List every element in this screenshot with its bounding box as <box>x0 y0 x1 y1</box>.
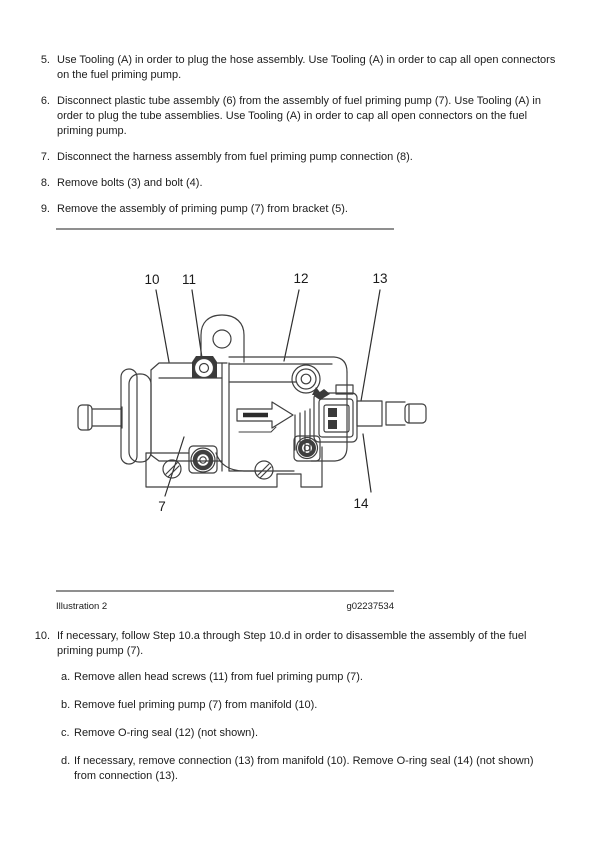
flange <box>120 368 152 465</box>
step-item: 9. Remove the assembly of priming pump (… <box>0 202 600 217</box>
flow-arrow <box>236 401 294 433</box>
step-item: 10. If necessary, follow Step 10.a throu… <box>0 629 600 659</box>
callout-14-label: 14 <box>353 496 369 511</box>
substep-letter: d. <box>61 755 71 767</box>
substep-text: Remove fuel priming pump (7) from manifo… <box>74 699 318 711</box>
substep-letter: b. <box>61 699 71 711</box>
step-text: If necessary, follow Step 10.a through S… <box>57 630 527 657</box>
step-number: 9. <box>40 203 50 215</box>
callout-leader-lines <box>155 289 381 497</box>
step-text: Disconnect plastic tube assembly (6) fro… <box>57 95 541 137</box>
substep-text: If necessary, remove connection (13) fro… <box>74 755 534 782</box>
substep-text: Remove O-ring seal (12) (not shown). <box>74 727 259 739</box>
step-number: 7. <box>40 151 50 163</box>
pump-illustration: 10 11 12 13 7 14 <box>77 271 427 514</box>
step-text: Remove the assembly of priming pump (7) … <box>57 203 348 215</box>
substep-item: a. Remove allen head screws (11) from fu… <box>61 670 600 685</box>
substep-text: Remove allen head screws (11) from fuel … <box>74 671 363 683</box>
callout-13-label: 13 <box>372 271 387 286</box>
pump-connector <box>313 384 358 443</box>
callout-labels: 10 11 12 13 7 14 <box>144 271 387 514</box>
callout-11-label: 11 <box>182 272 196 287</box>
substep-item: d. If necessary, remove connection (13) … <box>61 754 600 784</box>
rib-section <box>294 408 311 455</box>
inlet-fitting <box>77 404 123 431</box>
bolt-boss <box>293 435 321 462</box>
pump-drawing <box>77 314 427 488</box>
callout-10-label: 10 <box>144 272 159 287</box>
bracket-screw <box>254 460 274 480</box>
step-number: 10. <box>34 630 50 642</box>
step-item: 5. Use Tooling (A) in order to plug the … <box>0 53 600 83</box>
figure-top-rule <box>56 228 394 230</box>
substep-item: c. Remove O-ring seal (12) (not shown). <box>61 726 600 741</box>
step-number: 5. <box>40 54 50 66</box>
step-item: 8. Remove bolts (3) and bolt (4). <box>0 176 600 191</box>
figure-bottom-rule <box>56 590 394 592</box>
bracket-screw <box>162 459 182 479</box>
step-item: 6. Disconnect plastic tube assembly (6) … <box>0 94 600 139</box>
figure-caption-code: g02237534 <box>346 601 394 612</box>
callout-7-label: 7 <box>158 499 166 514</box>
figure-caption: Illustration 2 g02237534 <box>56 601 394 613</box>
pump-body-right <box>228 356 348 462</box>
step-number: 8. <box>40 177 50 189</box>
substep-letter: a. <box>61 671 71 683</box>
substep-list: a. Remove allen head screws (11) from fu… <box>0 670 600 784</box>
step-text: Disconnect the harness assembly from fue… <box>57 151 413 163</box>
step-text: Remove bolts (3) and bolt (4). <box>57 177 203 189</box>
allen-screw <box>291 364 322 395</box>
callout-12-label: 12 <box>293 271 308 286</box>
substep-item: b. Remove fuel priming pump (7) from man… <box>61 698 600 713</box>
outlet-connection <box>356 400 427 427</box>
step-item: 7. Disconnect the harness assembly from … <box>0 150 600 165</box>
mounting-tab <box>200 314 245 363</box>
allen-screw <box>192 356 217 379</box>
bolt-boss <box>188 445 218 474</box>
figure-caption-label: Illustration 2 <box>56 601 108 612</box>
pump-barrel <box>221 362 297 472</box>
step-text: Use Tooling (A) in order to plug the hos… <box>57 54 556 81</box>
step-list: 5. Use Tooling (A) in order to plug the … <box>0 53 600 217</box>
substep-letter: c. <box>61 727 70 739</box>
step-number: 6. <box>40 95 50 107</box>
